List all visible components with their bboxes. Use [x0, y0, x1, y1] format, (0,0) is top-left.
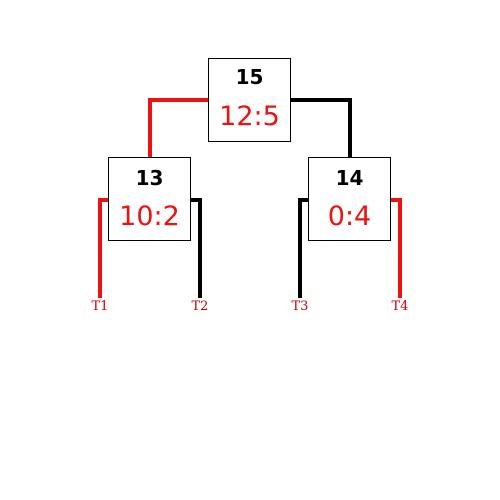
match-id: 14 — [335, 166, 364, 190]
match-score: 0:4 — [327, 201, 372, 232]
match-id: 15 — [235, 65, 264, 89]
connector-final-right — [291, 98, 352, 157]
connector-14-t4 — [391, 198, 402, 298]
connector-13-t2 — [191, 198, 202, 298]
match-box-final: 15 12:5 — [208, 58, 291, 142]
team-label-t1: T1 — [91, 299, 109, 314]
team-label-t4: T4 — [391, 299, 409, 314]
match-box-semi-left: 13 10:2 — [108, 157, 191, 241]
team-label-t2: T2 — [191, 299, 209, 314]
match-box-semi-right: 14 0:4 — [308, 157, 391, 241]
match-score: 10:2 — [119, 201, 180, 232]
match-id: 13 — [135, 166, 164, 190]
connector-14-t3 — [298, 198, 308, 298]
team-label-t3: T3 — [291, 299, 309, 314]
connector-final-left — [148, 98, 208, 157]
connector-13-t1 — [98, 198, 108, 298]
match-score: 12:5 — [219, 101, 280, 132]
